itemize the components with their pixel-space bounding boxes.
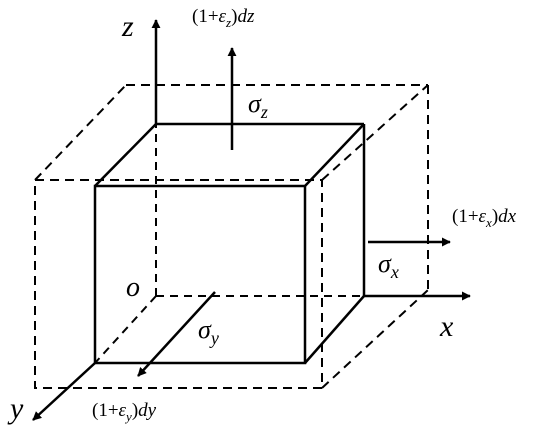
elongation-y-label: (1+εy)dy [92,400,157,424]
hidden-edges [94,124,364,364]
sigma-y-arrow [137,291,216,377]
hidden-edge-y [94,295,157,364]
y-axis-label: y [7,392,24,425]
elongation-x-label: (1+εx)dx [452,206,517,230]
x-axis-label: x [439,310,454,343]
origin-label: o [126,272,140,303]
sigma-x-label: σx [378,249,399,282]
y-axis-arrow [32,362,96,421]
axes [32,19,471,421]
original-box-top-right-edge [304,123,365,187]
z-axis-label: z [121,10,134,43]
sigma-y-label: σy [198,315,219,348]
sigma-z-label: σz [248,89,268,122]
original-box-top-left-edge [94,123,157,187]
deformed-box-top-right-edge [321,84,429,181]
deformed-box [34,84,429,389]
stress-arrows [137,47,451,377]
deformed-box-front-face [34,179,323,389]
deformed-box-top-left-edge [34,84,127,181]
original-box-bottom-right-edge [304,295,365,364]
elongation-z-label: (1+εz)dz [192,6,255,30]
original-box [93,122,366,365]
deformed-box-bottom-right-edge [321,289,429,389]
